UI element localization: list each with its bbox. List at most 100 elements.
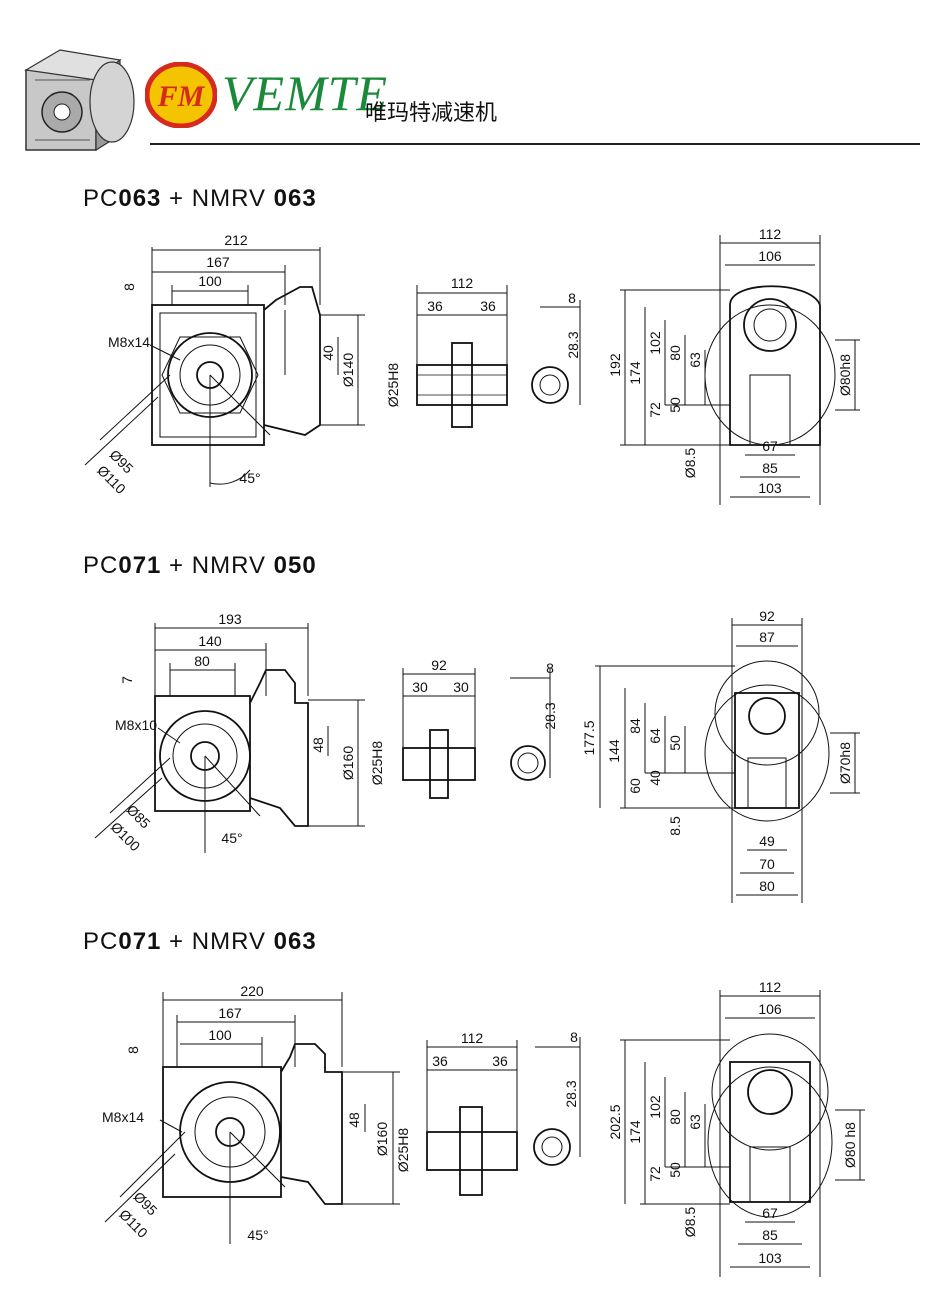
dim-output-flange: Ø70h8 xyxy=(837,742,853,784)
dim-body-length: 167 xyxy=(218,1005,242,1021)
dim-offset: 40 xyxy=(320,345,336,361)
shaft-view: 92 30 30 Ø25H8 xyxy=(369,657,476,799)
dim-mid-height: 64 xyxy=(647,728,663,744)
label-bolt: M8x14 xyxy=(108,334,150,350)
dim-key-width: 8 xyxy=(570,1029,578,1045)
front-view: 112 106 202.5 174 102 80 63 50 72 Ø8.5 6… xyxy=(607,982,865,1277)
dim-foot-inner: 67 xyxy=(762,1205,778,1221)
dim-flange-diameter: Ø160 xyxy=(340,746,356,780)
title-motor-size: 071 xyxy=(118,552,162,579)
title-middle: + NMRV xyxy=(161,552,274,579)
dim-shaft-length: 92 xyxy=(431,657,447,673)
dim-front-inner-width: 106 xyxy=(758,1001,782,1017)
dim-flange-thickness: 8 xyxy=(121,283,137,291)
dim-upper-height: 84 xyxy=(627,718,643,734)
brand-logo: FM xyxy=(145,62,217,128)
dim-body-length: 167 xyxy=(206,254,230,270)
dim-mid-height: 80 xyxy=(667,345,683,361)
dim-front-body-height: 174 xyxy=(627,1120,643,1144)
dim-key-width: 8 xyxy=(568,290,576,306)
dim-shaft-right: 30 xyxy=(453,679,469,695)
shaft-view: 112 36 36 Ø25H8 xyxy=(385,275,508,428)
dim-foot-inner: 49 xyxy=(759,833,775,849)
dim-front-inner-width: 87 xyxy=(759,629,775,645)
dim-foot-inner: 67 xyxy=(762,438,778,454)
dim-center-height: 50 xyxy=(667,735,683,751)
title-middle: + NMRV xyxy=(161,185,274,212)
section-2-drawing: 193 140 80 7 M8x10 48 Ø160 45° Ø85 Ø100 … xyxy=(94,608,860,903)
dim-front-height: 202.5 xyxy=(607,1104,623,1139)
title-middle: + NMRV xyxy=(161,928,274,955)
shaft-view: 112 36 36 Ø25H8 xyxy=(395,1030,518,1196)
dim-bore: Ø25H8 xyxy=(369,741,385,786)
dim-shaft-right: 36 xyxy=(492,1053,508,1069)
dim-shaft-left: 30 xyxy=(412,679,428,695)
dim-upper-height: 102 xyxy=(647,331,663,355)
dim-angle: 45° xyxy=(221,830,242,846)
dim-center-height: 63 xyxy=(687,1114,703,1130)
dim-base-height: 60 xyxy=(627,778,643,794)
dim-offset: 48 xyxy=(310,737,326,753)
label-bolt: M8x14 xyxy=(102,1109,144,1125)
dim-foot-hole: 8.5 xyxy=(667,816,683,836)
dim-key-height: 28.3 xyxy=(563,1080,579,1107)
dim-center-length: 80 xyxy=(194,653,210,669)
title-motor-size: 071 xyxy=(118,928,162,955)
section-3-drawing: 220 167 100 8 M8x14 48 Ø160 45° Ø95 Ø110… xyxy=(102,982,865,1277)
dim-angle: 45° xyxy=(247,1227,268,1243)
section-2-title: PC071 + NMRV 050 xyxy=(83,552,317,580)
label-bolt: M8x10 xyxy=(115,717,157,733)
dim-center-length: 100 xyxy=(208,1027,232,1043)
dim-overall-length: 220 xyxy=(240,983,264,999)
dim-offset: 48 xyxy=(346,1112,362,1128)
dim-shaft-length: 112 xyxy=(461,1030,484,1046)
dim-overall-length: 193 xyxy=(218,611,242,627)
title-motor-size: 063 xyxy=(118,185,162,212)
dim-foot-mid: 85 xyxy=(762,1227,778,1243)
front-view: 112 106 192 174 102 80 63 50 72 Ø8.5 67 … xyxy=(607,226,860,505)
dim-base-height: 72 xyxy=(647,1166,663,1182)
dim-front-inner-width: 106 xyxy=(758,248,782,264)
brand-name: VEMTE xyxy=(222,65,389,121)
dim-angle: 45° xyxy=(239,470,260,486)
dim-front-body-height: 174 xyxy=(627,361,643,385)
dim-foot-mid: 70 xyxy=(759,856,775,872)
dim-flange-thickness: 7 xyxy=(119,676,135,684)
dim-shaft-left: 36 xyxy=(427,298,443,314)
dim-lower-height: 40 xyxy=(647,770,663,786)
dim-overall-length: 212 xyxy=(224,232,248,248)
dim-foot-hole: Ø8.5 xyxy=(682,1207,698,1238)
dim-key-height: 28.3 xyxy=(542,702,558,729)
dim-shaft-right: 36 xyxy=(480,298,496,314)
dim-foot-outer: 103 xyxy=(758,480,782,496)
dim-key-height: 28.3 xyxy=(565,331,581,358)
brand-logo-text: FM xyxy=(157,80,206,113)
side-view: 212 167 100 8 M8x14 40 Ø140 45° Ø95 Ø110 xyxy=(84,232,365,497)
side-view: 193 140 80 7 M8x10 48 Ø160 45° Ø85 Ø100 xyxy=(94,611,365,854)
dim-flange-diameter: Ø160 xyxy=(374,1122,390,1156)
title-gearbox-size: 063 xyxy=(273,928,317,955)
dim-foot-outer: 80 xyxy=(759,878,775,894)
dim-flange-thickness: 8 xyxy=(125,1046,141,1054)
dim-key-width: 8 xyxy=(546,660,554,676)
section-1-title: PC063 + NMRV 063 xyxy=(83,185,317,213)
dim-lower-height: 50 xyxy=(667,1162,683,1178)
dim-shaft-left: 36 xyxy=(432,1053,448,1069)
dim-output-flange: Ø80 h8 xyxy=(842,1122,858,1168)
title-gearbox-size: 063 xyxy=(273,185,317,212)
section-1-drawing: 212 167 100 8 M8x14 40 Ø140 45° Ø95 Ø110 xyxy=(84,226,860,505)
title-gearbox-size: 050 xyxy=(273,552,317,579)
dim-front-width: 112 xyxy=(759,982,782,995)
dim-center-height: 63 xyxy=(687,352,703,368)
dim-front-width: 112 xyxy=(759,226,782,242)
dim-front-body-height: 144 xyxy=(606,739,622,763)
dim-upper-height: 102 xyxy=(647,1095,663,1119)
dim-base-height: 72 xyxy=(647,402,663,418)
gearbox-thumbnail xyxy=(24,49,135,152)
key-view: 8 28.3 xyxy=(531,290,581,405)
dim-foot-mid: 85 xyxy=(762,460,778,476)
title-prefix: PC xyxy=(83,185,119,212)
dim-output-flange: Ø80h8 xyxy=(837,354,853,396)
header-rule xyxy=(150,143,920,145)
front-view: 92 87 177.5 144 84 64 50 40 60 8.5 49 70… xyxy=(581,608,860,903)
